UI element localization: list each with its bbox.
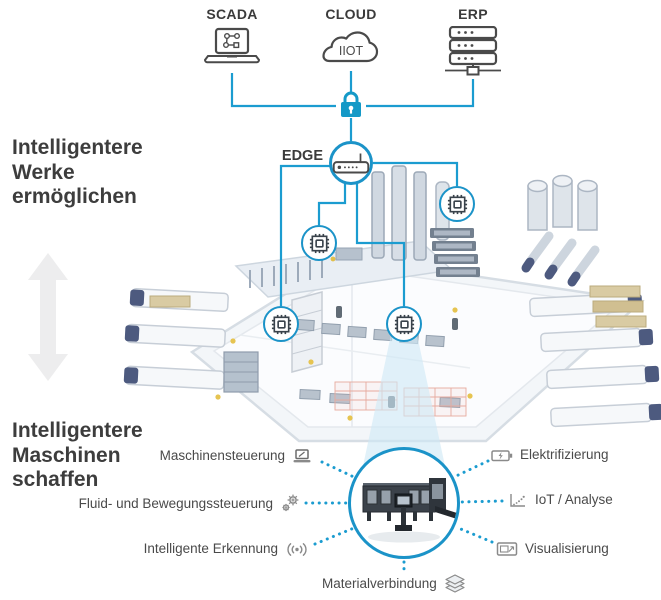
cpu-chip-icon xyxy=(309,233,329,253)
feature-intelligente-erkennung: Intelligente Erkennung xyxy=(144,540,309,558)
scada-label: SCADA xyxy=(206,6,258,22)
chip-node-1 xyxy=(439,186,475,222)
factory-trucks-topright xyxy=(521,231,600,287)
edge-chip3-link xyxy=(279,164,330,306)
edge-label: EDGE xyxy=(281,148,323,164)
layers-icon xyxy=(445,574,465,593)
gears-icon xyxy=(282,494,299,512)
heading-bottom-line: Intelligentere xyxy=(12,419,143,442)
chip-node-2 xyxy=(301,225,337,261)
feature-maschinensteuerung: Maschinensteuerung xyxy=(160,447,312,465)
heading-bottom-line: schaffen xyxy=(12,468,99,491)
server-icon xyxy=(445,26,501,76)
heading-top-line: Intelligentere xyxy=(12,136,143,159)
cloud-inner-text: IIOT xyxy=(339,44,364,58)
dotted-elektrifizierung xyxy=(452,459,490,479)
feature-iot-analyse: IoT / Analyse xyxy=(508,491,613,509)
machine-illustration xyxy=(362,478,457,543)
feature-visualisierung: Visualisierung xyxy=(496,540,609,558)
erp-link xyxy=(366,79,475,108)
feature-label: Intelligente Erkennung xyxy=(143,541,278,556)
cloud-icon: IIOT xyxy=(322,31,379,63)
feature-label: Elektrifizierung xyxy=(520,447,609,462)
feature-fluid-bewegung: Fluid- und Bewegungssteuerung xyxy=(79,494,300,513)
factory-towers xyxy=(371,165,480,277)
double-arrow-icon xyxy=(28,253,68,381)
machine-closeup xyxy=(348,447,460,559)
lock-icon xyxy=(341,91,361,117)
edge-node xyxy=(329,141,373,185)
factory-trucks-right xyxy=(529,285,661,428)
edge-chip4-link xyxy=(355,183,406,306)
heading-top: Intelligentere Werke ermöglichen xyxy=(12,136,143,210)
feature-label: Fluid- und Bewegungssteuerung xyxy=(78,495,273,511)
dotted-maschinensteuerung xyxy=(320,460,358,480)
scatter-chart-icon xyxy=(510,493,525,507)
wireless-signal-icon xyxy=(287,542,307,556)
cpu-chip-icon xyxy=(394,314,414,334)
scada-link xyxy=(230,73,336,108)
factory-silos xyxy=(527,174,598,231)
light-beam xyxy=(360,330,448,480)
heading-top-line: Werke xyxy=(12,160,75,184)
heading-bottom-line: Maschinen xyxy=(12,443,121,467)
dotted-iot xyxy=(459,499,504,504)
dotted-visualisierung xyxy=(454,525,494,544)
feature-label: Visualisierung xyxy=(525,541,609,556)
heading-bottom: Intelligentere Maschinen schaffen xyxy=(12,419,143,493)
chip-node-4 xyxy=(386,306,422,342)
cpu-chip-icon xyxy=(447,194,467,214)
feature-label: Materialverbindung xyxy=(322,576,437,591)
image-icon xyxy=(496,542,518,556)
feature-label: Maschinensteuerung xyxy=(159,448,285,463)
factory-trucks-left xyxy=(123,287,323,390)
edge-gateway-icon xyxy=(332,153,370,174)
feature-materialverbindung: Materialverbindung xyxy=(322,574,466,594)
battery-charging-icon xyxy=(491,449,513,461)
laptop-icon xyxy=(293,448,311,462)
laptop-scada-icon xyxy=(203,27,261,64)
erp-label: ERP xyxy=(458,6,488,22)
edge-chip1-link xyxy=(373,161,459,186)
cpu-chip-icon xyxy=(271,314,291,334)
feature-label: IoT / Analyse xyxy=(535,492,613,507)
cloud-label: CLOUD xyxy=(325,6,377,22)
dotted-erkennung xyxy=(313,526,356,546)
feature-elektrifizierung: Elektrifizierung xyxy=(491,446,609,464)
heading-top-line: ermöglichen xyxy=(12,185,137,208)
chip-node-3 xyxy=(263,306,299,342)
edge-chip2-link xyxy=(317,183,347,225)
